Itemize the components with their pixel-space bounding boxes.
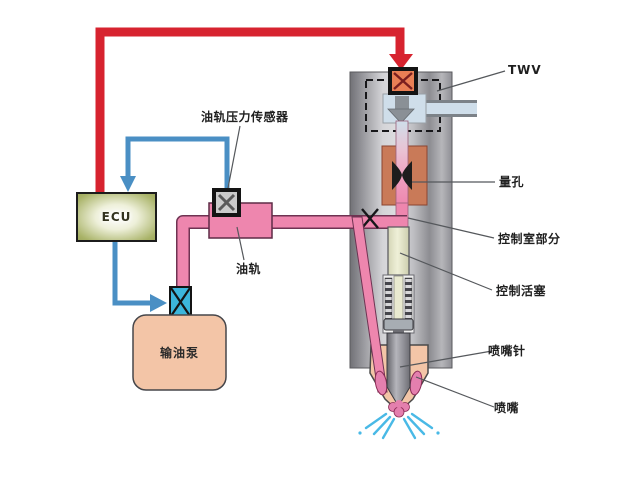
- control-chamber-label: 控制室部分: [498, 232, 561, 246]
- nozzle-tip-sac: [388, 400, 410, 418]
- rail-pressure-sensor: [212, 188, 241, 217]
- ecu-to-twv-signal-line: [95, 27, 413, 193]
- twv-valve: [388, 67, 418, 95]
- orifice-pinch-icon: [392, 161, 412, 190]
- inlet-orifice-x-icon: [361, 208, 379, 229]
- nozzle-needle-label: 喷嘴针: [488, 344, 526, 358]
- rail-to-injector-pipe: [271, 208, 407, 229]
- fuel-return-pipe: [419, 100, 477, 117]
- control-piston: [387, 226, 410, 276]
- twv-label: TWV: [508, 63, 542, 77]
- supply-pump-label: 输油泵: [159, 346, 199, 360]
- blue-right-arrowhead-icon: [150, 294, 167, 312]
- sensor-x-icon: [217, 193, 236, 212]
- twv-x-icon: [393, 72, 413, 90]
- control-piston-label: 控制活塞: [496, 284, 547, 298]
- pump-control-valve: [169, 286, 192, 318]
- metering-orifice-label: 量孔: [499, 175, 525, 189]
- label-leader-lines: [227, 70, 506, 408]
- nozzle-label: 喷嘴: [494, 401, 520, 415]
- red-arrowhead-icon: [389, 54, 413, 70]
- rail-label: 油轨: [236, 262, 262, 276]
- nozzle-needle: [386, 332, 411, 403]
- supply-pump-box: [132, 314, 227, 391]
- nozzle-fuel-pockets: [374, 370, 423, 396]
- valve-x-icon: [170, 287, 191, 317]
- fuel-channel: [395, 120, 409, 207]
- flow-down-arrow-icon: [387, 96, 415, 124]
- blue-down-arrowhead-icon: [120, 176, 136, 192]
- rail-pressure-sensor-label: 油轨压力传感器: [201, 110, 289, 124]
- rail-to-pump-pipe: [176, 215, 210, 291]
- needle-flange: [383, 318, 414, 331]
- ecu-label: ECU: [101, 210, 132, 224]
- spring-left-icon: [384, 277, 393, 321]
- fuel-spray-icon: [358, 412, 440, 440]
- twv-valve-chamber: [382, 93, 427, 124]
- spring-right-icon: [404, 277, 413, 321]
- ecu-box: [76, 192, 157, 242]
- sensor-to-ecu-signal-line: [120, 136, 230, 192]
- piston-rod: [393, 275, 404, 321]
- piston-spring-assembly: [382, 274, 415, 336]
- high-pressure-passage: [351, 216, 388, 393]
- ecu-to-pump-signal-line: [112, 241, 167, 312]
